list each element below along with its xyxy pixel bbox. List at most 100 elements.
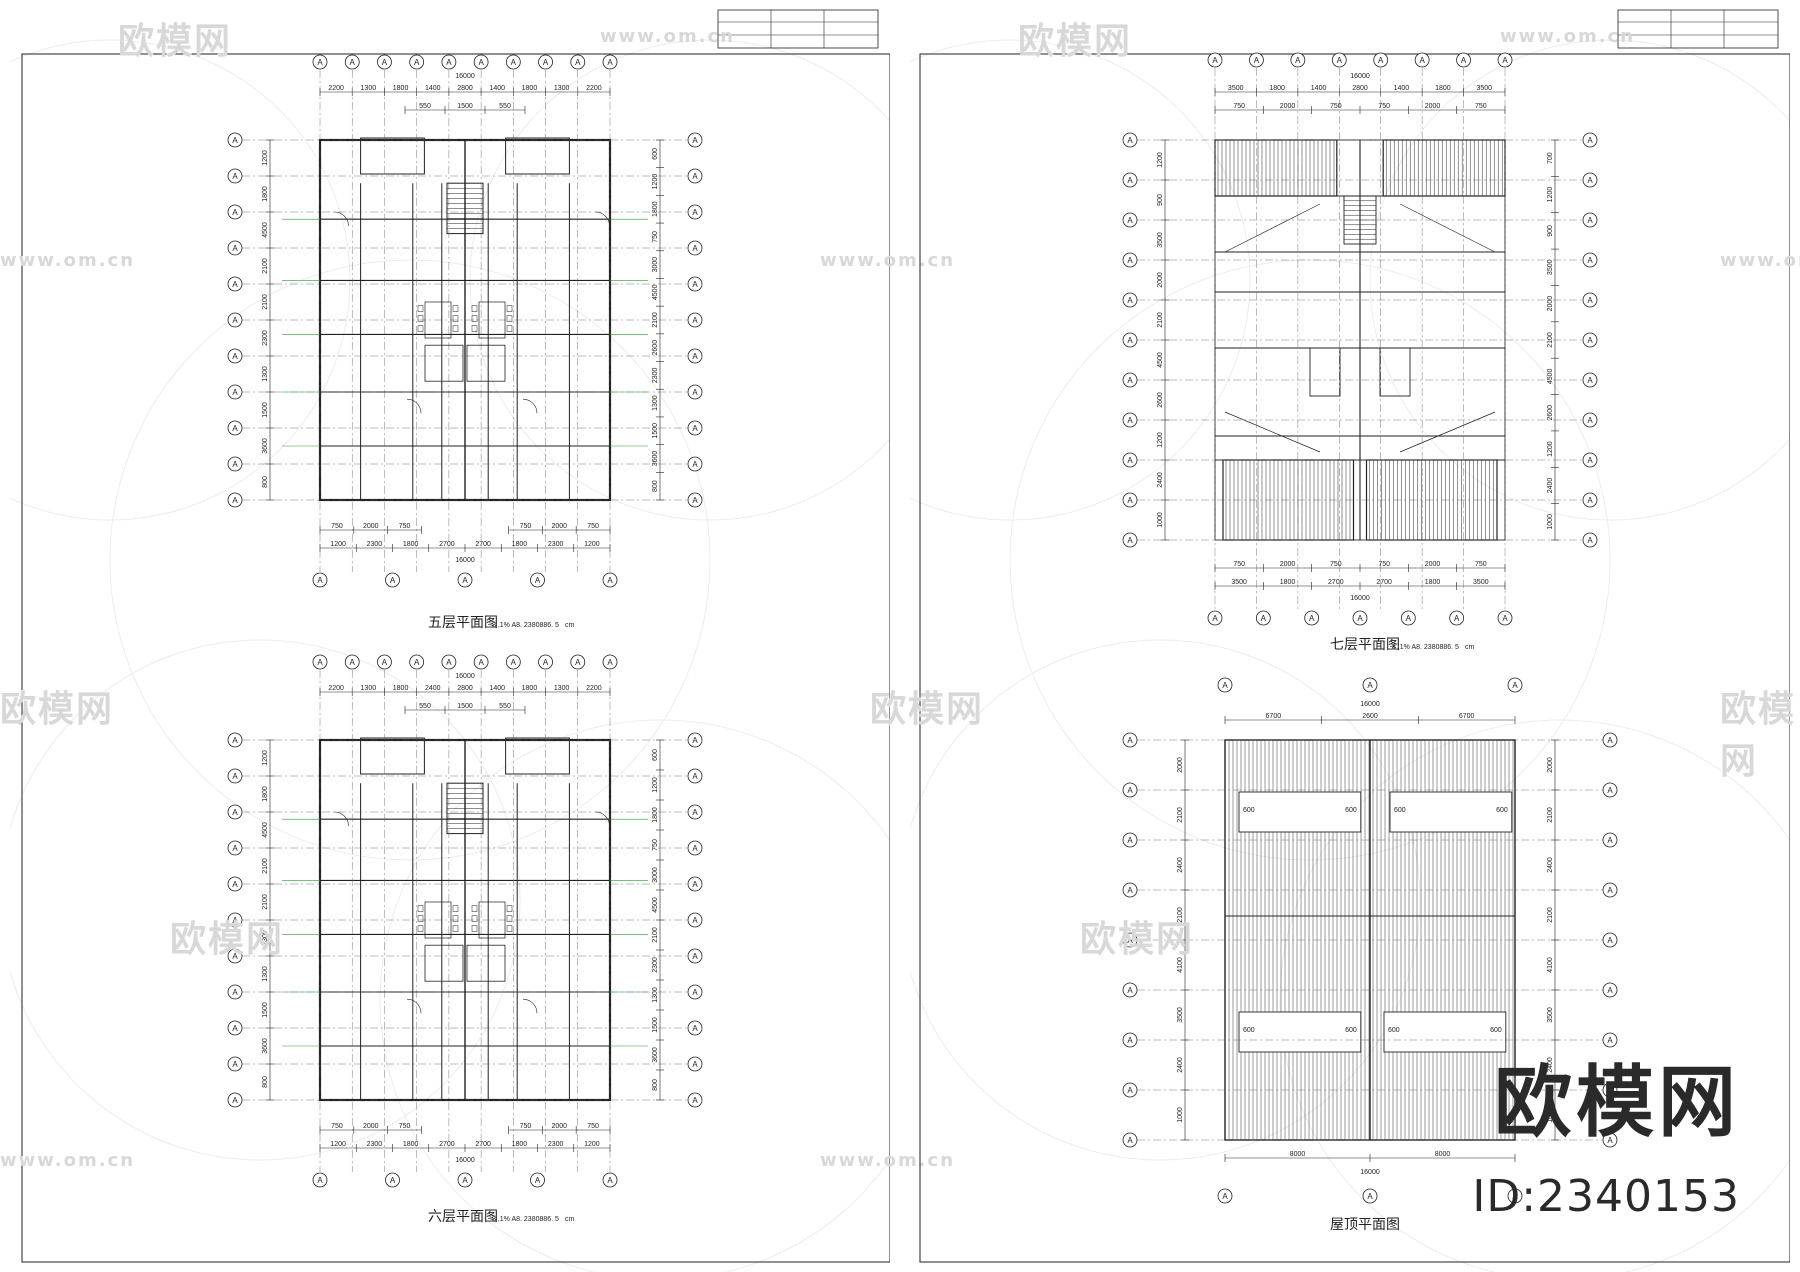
grid-bubble-label: A	[1127, 736, 1133, 745]
right-dim-label: 3500	[1547, 259, 1554, 275]
grid-bubble-label: A	[478, 658, 484, 667]
top-dim-label: 2800	[1352, 85, 1368, 92]
grid-bubble	[1449, 610, 1465, 626]
left-dim-label: 1500	[262, 1002, 269, 1018]
grid-bubble	[1255, 610, 1271, 626]
watermark-arc	[1369, 39, 1790, 521]
grid-bubble-label: A	[232, 172, 238, 181]
bottom-dim-a-label: 2000	[363, 1123, 379, 1130]
chair	[471, 325, 478, 332]
grid-bubble	[687, 948, 703, 964]
grid-bubble	[538, 54, 553, 70]
wc-room	[466, 944, 506, 982]
top-dim-label: 2800	[457, 685, 473, 692]
bottom-dim-label: 1200	[330, 541, 346, 548]
grid-bubble	[1290, 52, 1306, 68]
bottom-dim-label: 2300	[548, 1141, 564, 1148]
grid-bubble	[441, 54, 457, 70]
grid-bubble-label: A	[232, 808, 238, 817]
right-dim-label: 1500	[652, 1017, 659, 1033]
plan-scale-5th-floor: 8 ,1% A8. 2380886. 5	[492, 622, 559, 629]
bottom-dim-label: 1800	[512, 541, 528, 548]
grid-bubble-label: A	[232, 244, 238, 253]
grid-bubble-label: A	[1512, 681, 1518, 690]
bottom-dim-label: 1800	[1280, 579, 1296, 586]
right-dim-label: 2000	[1547, 296, 1554, 312]
bottom-dim-label: 1200	[584, 541, 600, 548]
grid-bubble-label: A	[1587, 376, 1593, 385]
left-dim-label: 1800	[262, 786, 269, 802]
bottom-dim-label: 2300	[367, 541, 383, 548]
right-dim-label: 4500	[652, 897, 659, 913]
grid-bubble	[687, 768, 703, 784]
grid-bubble	[1373, 52, 1389, 68]
top-sub-dim-label: 550	[419, 703, 431, 710]
grid-bubble-label: A	[350, 58, 356, 67]
right-dim-label: 2300	[652, 957, 659, 973]
bottom-dim-label: 1200	[584, 1141, 600, 1148]
grid-bubble	[385, 1172, 400, 1188]
grid-bubble-label: A	[1127, 536, 1133, 545]
bottom-overall-label: 16000	[455, 1157, 475, 1164]
top-sub-dim-label: 550	[499, 103, 511, 110]
grid-bubble-label: A	[446, 58, 452, 67]
chair	[471, 905, 478, 912]
grid-bubble	[1507, 677, 1523, 693]
dormer-dim: 600	[1394, 807, 1406, 814]
bottom-dim-label: 1800	[403, 1141, 419, 1148]
right-dim-label: 1200	[652, 174, 659, 190]
grid-bubble-label: A	[1587, 536, 1593, 545]
dining-table	[424, 901, 452, 939]
balcony	[360, 737, 425, 775]
left-dim-label: 2100	[262, 294, 269, 310]
chair	[471, 305, 478, 312]
left-dim-label: 1000	[1157, 512, 1164, 528]
grid-bubble	[1217, 677, 1233, 693]
grid-bubble-label: A	[1406, 614, 1412, 623]
right-dim-label: 3000	[652, 867, 659, 883]
grid-bubble-label: A	[232, 916, 238, 925]
right-dim-label: 4500	[1547, 368, 1554, 384]
bottom-dim-label: 3500	[1231, 579, 1247, 586]
grid-bubble-label: A	[1587, 136, 1593, 145]
bottom-dim-b-label: 750	[520, 523, 532, 530]
grid-bubble	[687, 168, 703, 184]
balcony	[505, 137, 570, 175]
grid-bubble-label: A	[692, 496, 698, 505]
grid-bubble	[1456, 52, 1471, 68]
chair	[452, 905, 459, 912]
bottom-dim-a-label: 750	[399, 523, 411, 530]
plan-title-7th-floor: 七层平面图	[1330, 637, 1400, 653]
grid-bubble-label: A	[692, 352, 698, 361]
door-swing	[522, 998, 538, 1014]
top-sub-dim-label: 1500	[457, 703, 473, 710]
top-sub-dim-label: 2000	[1280, 103, 1296, 110]
grid-bubble-label: A	[692, 280, 698, 289]
grid-bubble	[538, 654, 553, 670]
grid-bubble-label: A	[607, 1176, 613, 1185]
title-block	[1617, 9, 1779, 49]
grid-bubble-label: A	[1127, 1136, 1133, 1145]
dormer-dim: 600	[1345, 807, 1357, 814]
right-dim-label: 2000	[1547, 757, 1554, 773]
grid-bubble	[687, 912, 703, 928]
right-dim-label: 750	[652, 231, 659, 243]
plan-unit-6th-floor: cm	[565, 1216, 575, 1223]
grid-bubble-label: A	[1502, 614, 1508, 623]
grid-bubble-label: A	[1454, 614, 1460, 623]
right-dim-label: 1200	[652, 777, 659, 793]
grid-bubble	[687, 456, 703, 472]
grid-bubble	[570, 54, 586, 70]
watermark-arc	[910, 639, 1421, 1161]
grid-bubble-label: A	[232, 460, 238, 469]
bottom-dim-a-label: 750	[331, 1123, 343, 1130]
grid-bubble-label: A	[1127, 176, 1133, 185]
left-dim-label: 3500	[1177, 1007, 1184, 1023]
dining-table	[478, 301, 506, 339]
grid-bubble	[1582, 252, 1598, 268]
right-dim-label: 1000	[1547, 514, 1554, 530]
grid-bubble	[1362, 1188, 1378, 1204]
grid-bubble	[409, 54, 425, 70]
grid-bubble-label: A	[317, 658, 323, 667]
